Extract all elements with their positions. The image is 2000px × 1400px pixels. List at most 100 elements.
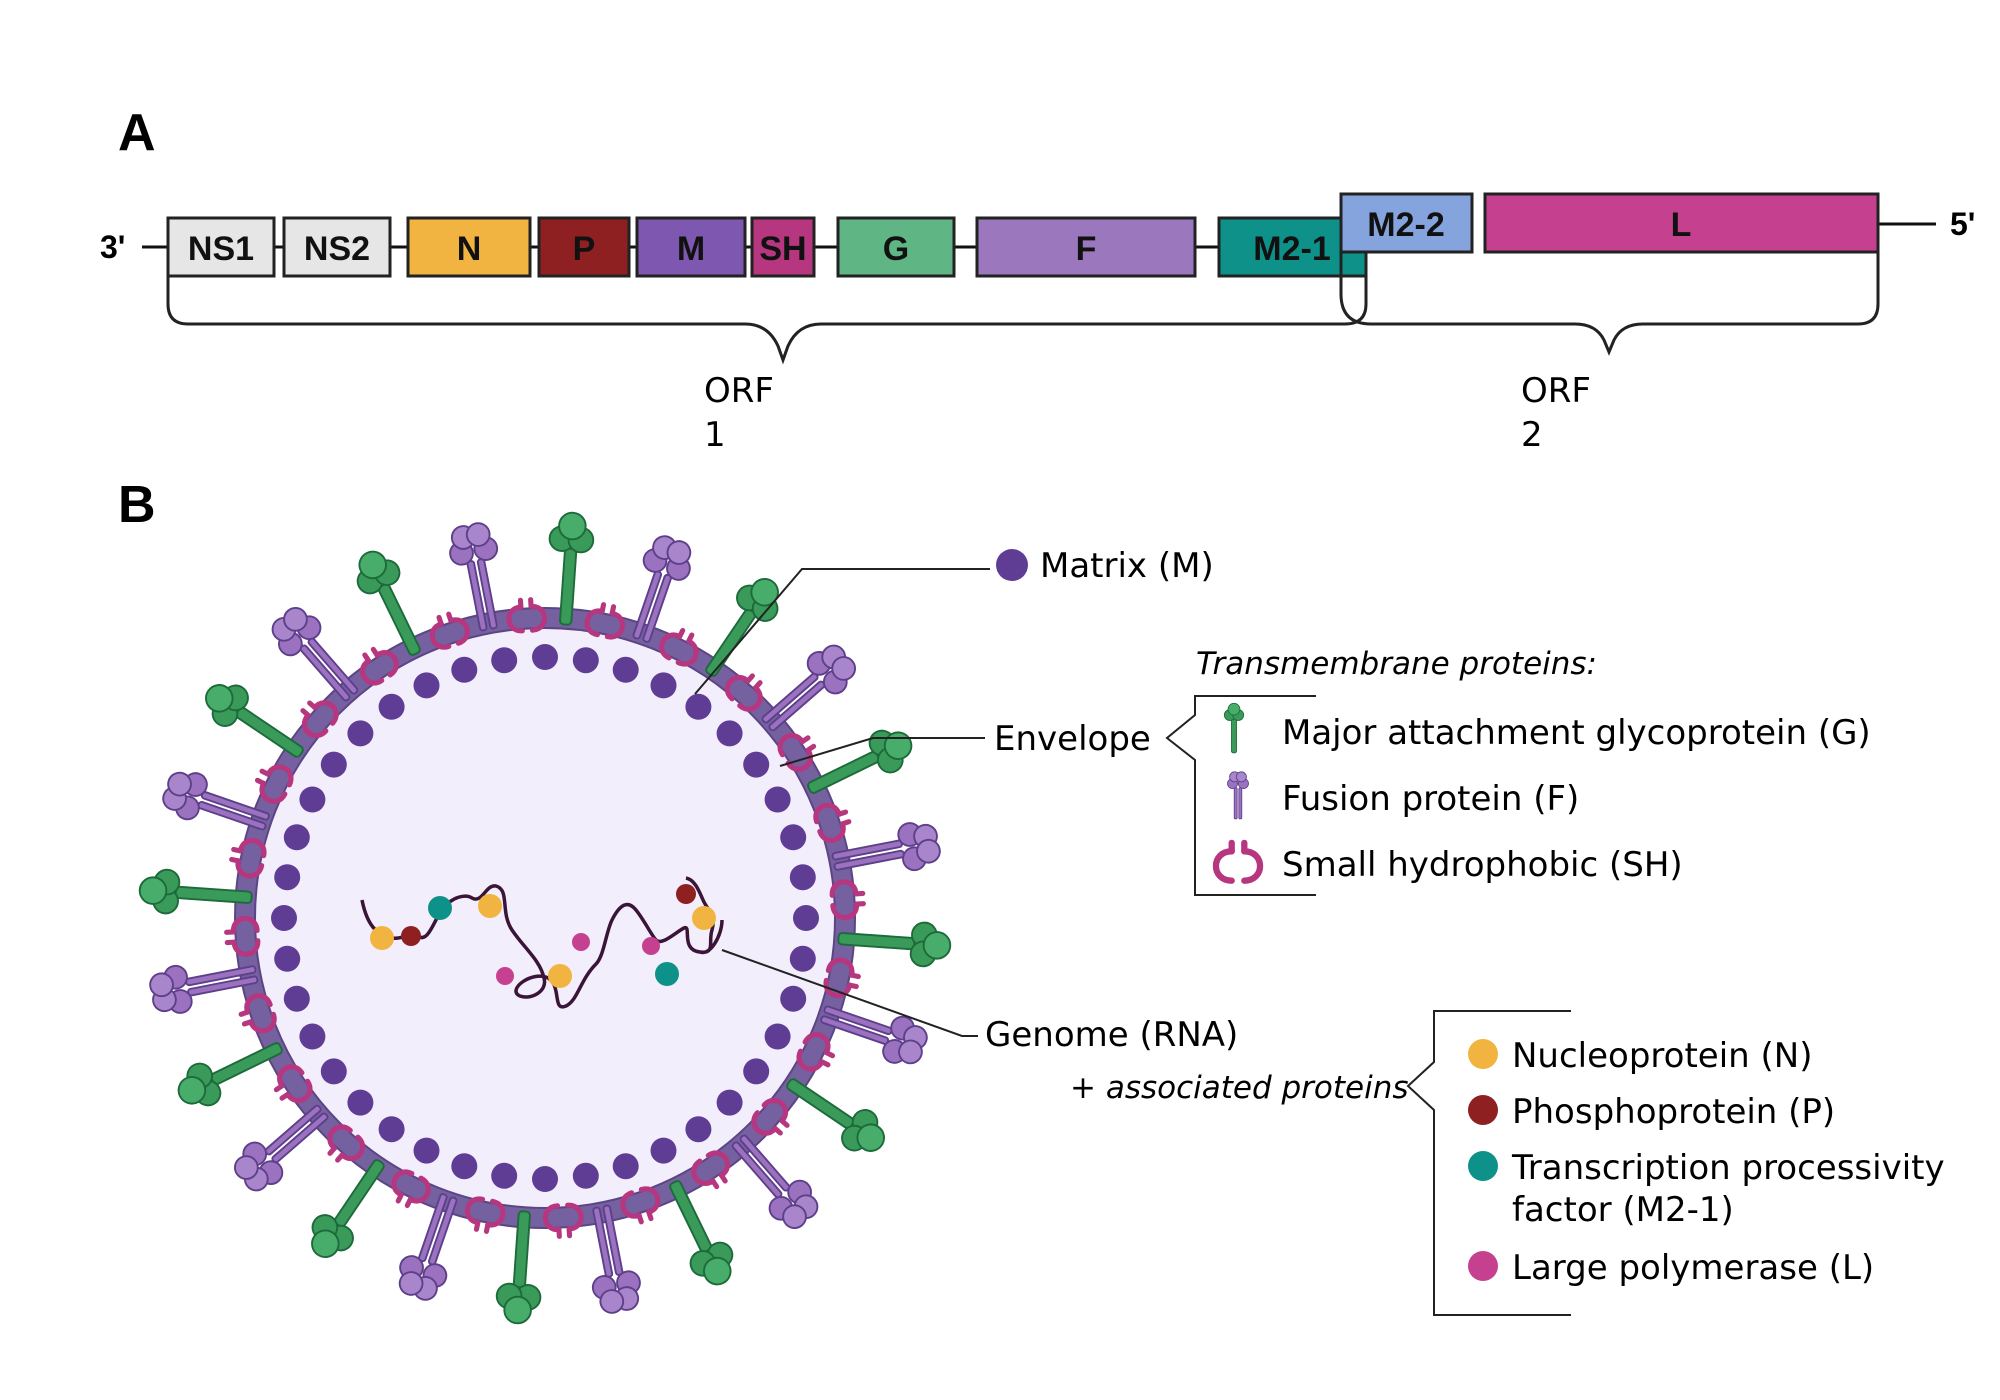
five-prime-end-label: 5': [1950, 206, 1975, 242]
matrix-protein-dot: [764, 786, 791, 813]
gene-g: G: [836, 216, 956, 278]
genome-backbone: [142, 222, 1936, 249]
matrix-protein-dot: [743, 1058, 770, 1085]
matrix-protein-dot: [451, 656, 478, 683]
matrix-protein-dot: [451, 1153, 478, 1180]
panel-a-letter: A: [118, 104, 156, 162]
matrix-protein-dot: [743, 751, 770, 778]
virion-interior: [255, 628, 835, 1208]
gene-f: F: [975, 216, 1197, 278]
gene-p: P: [537, 216, 631, 278]
matrix-protein-dot: [491, 647, 518, 674]
matrix-protein-dot: [413, 672, 440, 699]
matrix-protein-dot: [532, 1166, 558, 1192]
matrix-protein-dot: [347, 720, 374, 747]
gene-l: L: [1483, 192, 1880, 254]
g-protein-spike: [690, 568, 792, 688]
svg-text:P: P: [573, 230, 596, 268]
matrix-protein-dot: [320, 751, 347, 778]
m2-1-bead: [655, 962, 679, 986]
matrix-protein-dot: [274, 864, 301, 891]
matrix-legend-swatch: [996, 549, 1028, 581]
matrix-protein-dot: [716, 720, 743, 747]
svg-text:M: M: [677, 230, 705, 268]
polymerase-bead: [642, 937, 660, 955]
rsv-virion: [137, 510, 953, 1326]
envelope-inner-edge: [254, 627, 836, 1209]
nucleoprotein-swatch: [1468, 1039, 1498, 1069]
gene-n: N: [406, 216, 532, 278]
matrix-protein-dot: [413, 1137, 440, 1164]
orf1-brace: [166, 276, 1368, 365]
envelope-leader: [779, 737, 985, 767]
matrix-protein-dot: [572, 647, 599, 674]
gene-m: M: [635, 216, 747, 278]
orf2-number: 2: [1521, 415, 1543, 455]
g-protein-label: Major attachment glycoprotein (G): [1282, 713, 1871, 753]
m2-1-label: Transcription processivity: [1511, 1148, 1945, 1188]
matrix-protein-layer: [271, 644, 819, 1192]
phosphoprotein-label: Phosphoprotein (P): [1512, 1092, 1835, 1132]
phosphoprotein-bead: [676, 884, 696, 904]
svg-text:L: L: [1671, 206, 1692, 244]
matrix-protein-dot: [299, 786, 326, 813]
associated-proteins-label: + associated proteins: [1070, 1070, 1409, 1106]
envelope-outer-edge: [234, 607, 856, 1229]
m2-1-swatch: [1468, 1151, 1498, 1181]
gene-m2-2: M2-2: [1339, 192, 1474, 254]
matrix-protein-dot: [612, 656, 639, 683]
svg-text:NS2: NS2: [304, 230, 370, 268]
matrix-protein-dot: [650, 1137, 677, 1164]
nucleoprotein-bead: [478, 894, 502, 918]
sh-protein-icon: [1216, 843, 1260, 881]
g-protein-spike: [775, 1063, 895, 1165]
phosphoprotein-bead: [401, 926, 421, 946]
svg-text:SH: SH: [759, 230, 806, 268]
matrix-protein-dot: [650, 672, 677, 699]
matrix-protein-dot: [572, 1162, 599, 1189]
nucleoprotein-bead: [370, 926, 394, 950]
polymerase-swatch: [1468, 1251, 1498, 1281]
svg-text:N: N: [457, 230, 482, 268]
matrix-protein-dot: [764, 1023, 791, 1050]
m2-1-bead: [428, 896, 452, 920]
nucleoprotein-bead: [692, 906, 716, 930]
matrix-leader: [694, 568, 990, 695]
orf2-label: ORF: [1521, 371, 1591, 411]
matrix-protein-dot: [299, 1023, 326, 1050]
polymerase-bead: [496, 967, 514, 985]
nucleoprotein-bead: [548, 964, 572, 988]
polymerase-bead: [572, 933, 590, 951]
matrix-protein-dot: [612, 1153, 639, 1180]
matrix-protein-dot: [271, 905, 297, 931]
svg-text:M2-2: M2-2: [1367, 206, 1444, 244]
m2-1-label-line2: factor (M2-1): [1512, 1190, 1734, 1230]
orf2-brace: [1339, 252, 1880, 356]
orf1-number: 1: [704, 415, 726, 455]
svg-text:M2-1: M2-1: [1253, 230, 1330, 268]
genome-leader: [721, 949, 978, 1037]
gene-ns2: NS2: [282, 216, 392, 278]
nucleoprotein-label: Nucleoprotein (N): [1512, 1036, 1812, 1076]
panel-b-letter: B: [118, 476, 156, 534]
matrix-protein-dot: [789, 945, 816, 972]
orf1-label: ORF: [704, 371, 774, 411]
matrix-protein-dot: [685, 1116, 712, 1143]
gene-sh: SH: [750, 216, 816, 278]
svg-text:NS1: NS1: [188, 230, 254, 268]
matrix-protein-dot: [491, 1162, 518, 1189]
f-protein-icon: [1227, 771, 1249, 820]
rna-associated-proteins: [370, 884, 716, 988]
polymerase-label: Large polymerase (L): [1512, 1248, 1874, 1288]
matrix-protein-dot: [347, 1089, 374, 1116]
sh-protein-label: Small hydrophobic (SH): [1282, 845, 1683, 885]
transmembrane-heading: Transmembrane proteins:: [1196, 646, 1597, 682]
matrix-protein-dot: [320, 1058, 347, 1085]
gene-ns1: NS1: [166, 216, 276, 278]
matrix-protein-dot: [685, 693, 712, 720]
three-prime-end-label: 3': [100, 229, 125, 265]
phosphoprotein-swatch: [1468, 1095, 1498, 1125]
matrix-protein-dot: [283, 985, 310, 1012]
g-protein-icon: [1223, 702, 1245, 754]
